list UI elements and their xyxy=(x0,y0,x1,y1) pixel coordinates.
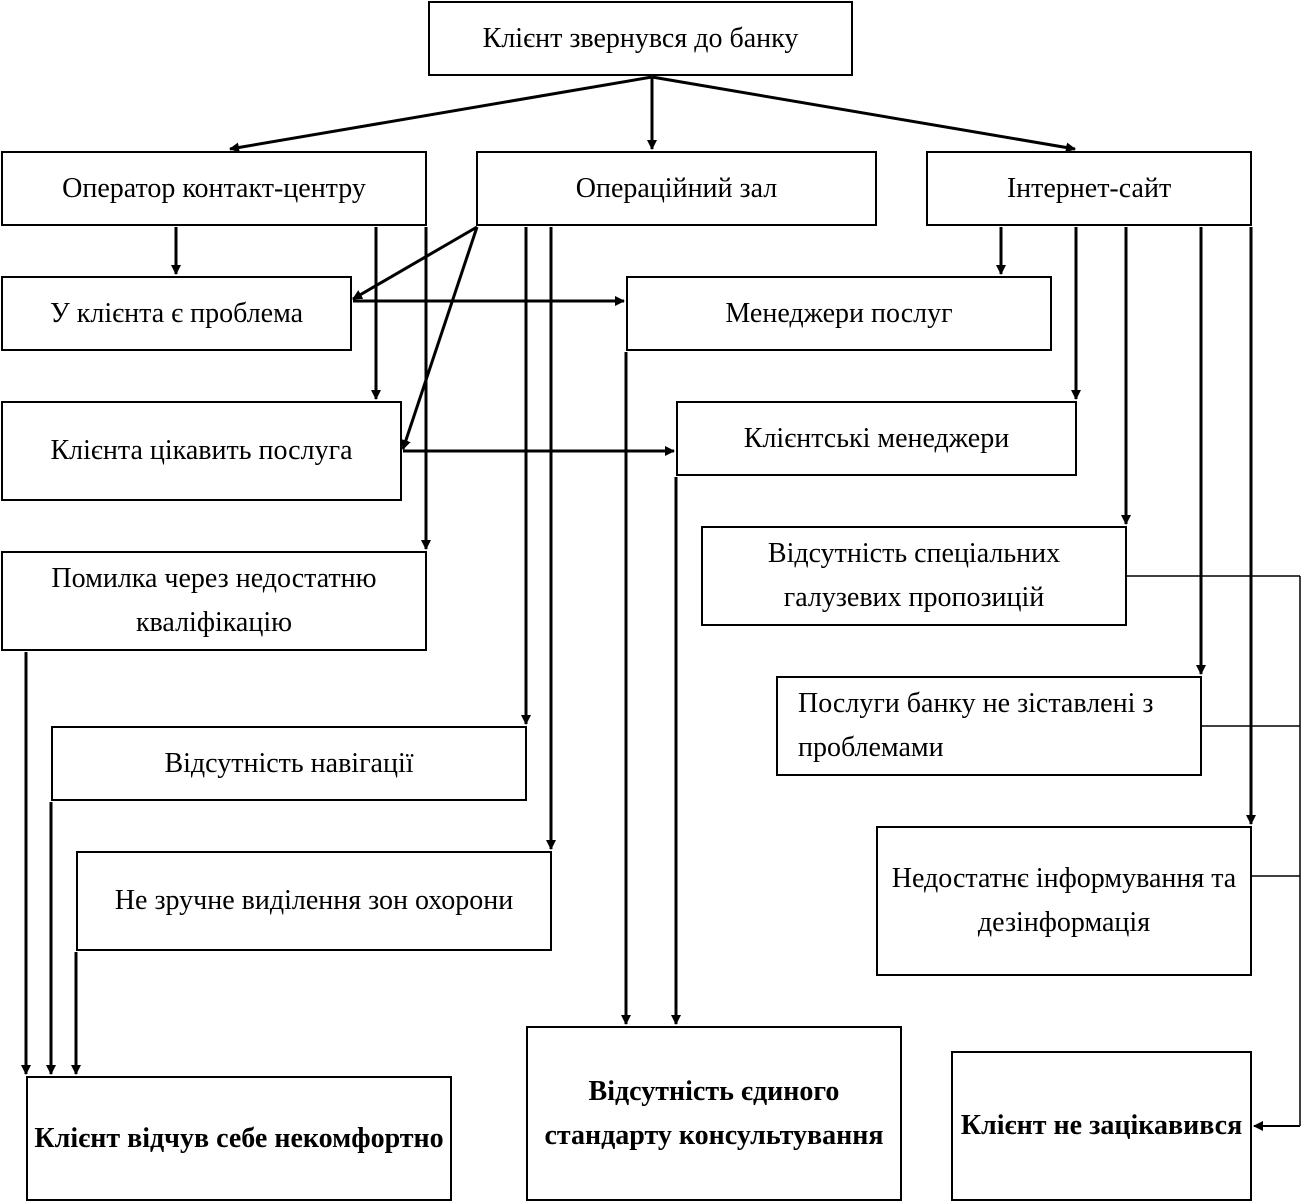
arrow-root-to-contact-center xyxy=(229,75,653,153)
service-interest-node: Клієнта цікавить послуга xyxy=(1,401,402,501)
outcome-no-standard-node: Відсутність єдиного стандарту консультув… xyxy=(526,1026,902,1201)
channel-operating-hall-node: Операційний зал xyxy=(476,151,877,226)
arrow-hall-to-service-interest xyxy=(401,226,479,450)
outcome-not-interested-node: Клієнт не зацікавився xyxy=(951,1051,1252,1201)
qualification-error-node: Помилка через недостатню кваліфікацію xyxy=(1,551,427,651)
no-industry-offers-node: Відсутність спеціальних галузевих пропоз… xyxy=(701,526,1127,626)
no-navigation-node: Відсутність навігації xyxy=(51,726,527,801)
arrow-root-to-website xyxy=(651,75,1076,153)
arrow-hall-to-problem xyxy=(352,225,478,301)
channel-website-node: Інтернет-сайт xyxy=(926,151,1252,226)
outcome-uncomfortable-node: Клієнт відчув себе некомфортно xyxy=(26,1076,452,1201)
root-node: Клієнт звернувся до банку xyxy=(428,1,853,76)
misinformation-node: Недостатнє інформування та дезінформація xyxy=(876,826,1252,976)
service-managers-node: Менеджери послуг xyxy=(626,276,1052,351)
services-not-matched-node: Послуги банку не зіставлені з проблемами xyxy=(776,676,1202,776)
client-managers-node: Клієнтські менеджери xyxy=(676,401,1077,476)
channel-contact-center-node: Оператор контакт-центру xyxy=(1,151,427,226)
security-zones-node: Не зручне виділення зон охорони xyxy=(76,851,552,951)
problem-node: У клієнта є проблема xyxy=(1,276,352,351)
